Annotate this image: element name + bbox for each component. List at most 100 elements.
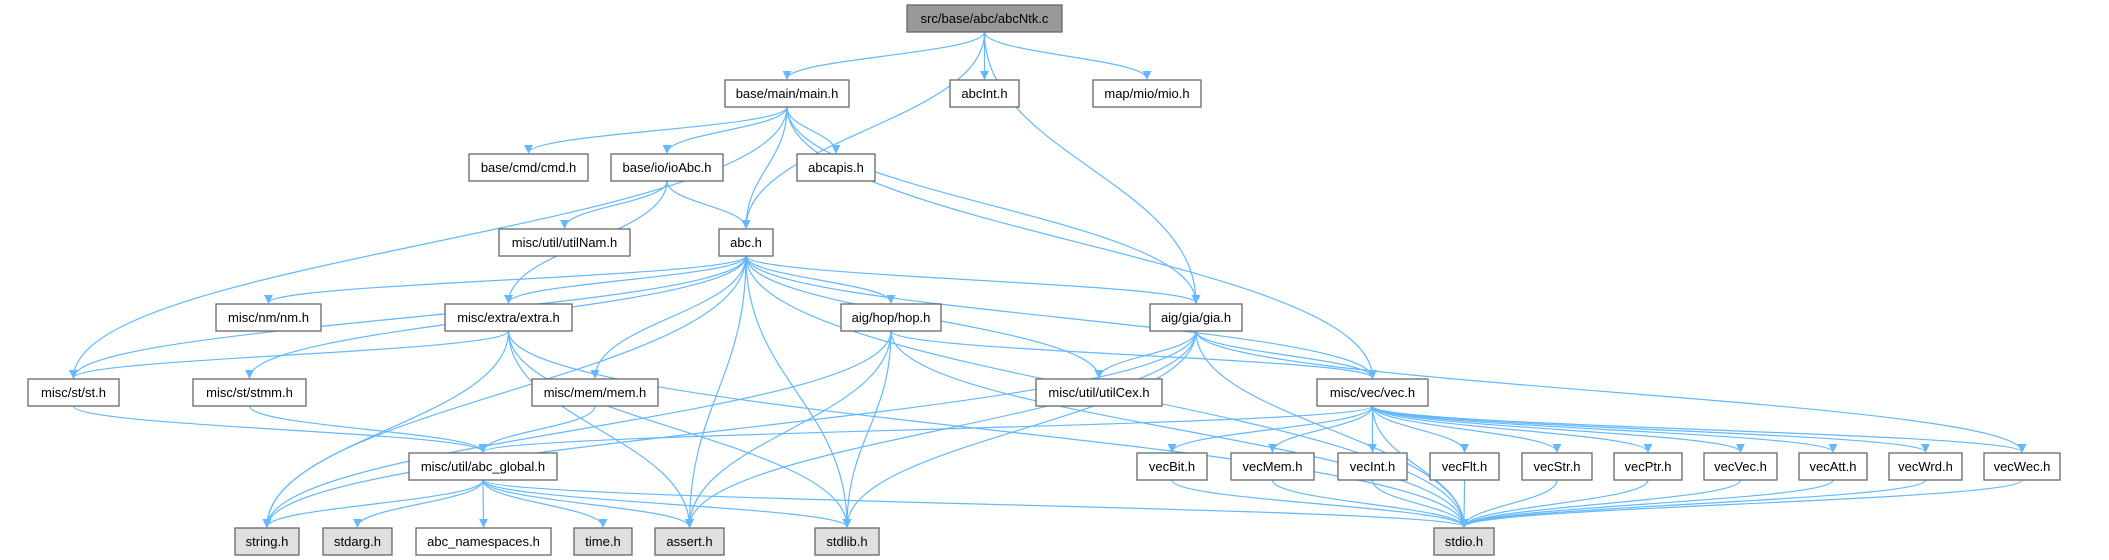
node-time[interactable]: time.h [573, 527, 633, 556]
edge-vecWrd-to-stdio [1459, 479, 1927, 528]
node-box[interactable] [840, 303, 942, 332]
edge-gia-to-utilCex [1094, 330, 1197, 379]
node-vecWec[interactable]: vecWec.h [1983, 452, 2061, 481]
edge-hop-to-vec [890, 330, 1377, 379]
node-label: vecPtr.h [1625, 459, 1672, 474]
node-vecAtt[interactable]: vecAtt.h [1798, 452, 1868, 481]
edge-gia-to-vecWec [1195, 330, 2027, 453]
edge-abc-to-st [69, 255, 747, 379]
node-box[interactable] [1092, 79, 1202, 108]
edge-vec-to-vecWec [1371, 405, 2027, 453]
node-box[interactable] [1888, 452, 1963, 481]
node-nm[interactable]: misc/nm/nm.h [215, 303, 322, 332]
node-box[interactable] [654, 527, 725, 556]
node-label: vecFlt.h [1442, 459, 1488, 474]
node-assert[interactable]: assert.h [654, 527, 725, 556]
node-label: abcInt.h [961, 86, 1007, 101]
node-box[interactable] [498, 228, 631, 257]
node-box[interactable] [1429, 452, 1500, 481]
node-vec[interactable]: misc/vec/vec.h [1316, 378, 1429, 407]
node-vecInt[interactable]: vecInt.h [1337, 452, 1408, 481]
node-box[interactable] [1337, 452, 1408, 481]
node-box[interactable] [192, 378, 307, 407]
node-stmm[interactable]: misc/st/stmm.h [192, 378, 307, 407]
node-box[interactable] [1230, 452, 1315, 481]
edge-main-to-gia [786, 106, 1201, 304]
node-box[interactable] [1613, 452, 1683, 481]
node-box[interactable] [468, 153, 589, 182]
node-vecFlt[interactable]: vecFlt.h [1429, 452, 1500, 481]
node-vecStr[interactable]: vecStr.h [1521, 452, 1593, 481]
node-mem[interactable]: misc/mem/mem.h [531, 378, 659, 407]
node-box[interactable] [906, 4, 1063, 33]
node-utilCex[interactable]: misc/util/utilCex.h [1035, 378, 1163, 407]
node-box[interactable] [1149, 303, 1243, 332]
edge-abc-to-nm [264, 255, 747, 304]
node-box[interactable] [724, 79, 850, 108]
node-stdio[interactable]: stdio.h [1433, 527, 1495, 556]
node-abcNtk[interactable]: src/base/abc/abcNtk.c [906, 4, 1063, 33]
node-abc_global[interactable]: misc/util/abc_global.h [408, 452, 558, 481]
node-box[interactable] [1798, 452, 1868, 481]
node-box[interactable] [408, 452, 558, 481]
edge-hop-to-stdio [890, 330, 1469, 528]
node-utilNam[interactable]: misc/util/utilNam.h [498, 228, 631, 257]
edge-vec-to-vecVec [1371, 405, 1745, 453]
node-vecWrd[interactable]: vecWrd.h [1888, 452, 1963, 481]
node-box[interactable] [1983, 452, 2061, 481]
node-box[interactable] [444, 303, 573, 332]
node-extra[interactable]: misc/extra/extra.h [444, 303, 573, 332]
node-vecMem[interactable]: vecMem.h [1230, 452, 1315, 481]
node-box[interactable] [1136, 452, 1208, 481]
node-label: vecMem.h [1243, 459, 1303, 474]
node-box[interactable] [1035, 378, 1163, 407]
node-st[interactable]: misc/st/st.h [27, 378, 120, 407]
node-label: vecStr.h [1534, 459, 1581, 474]
node-label: string.h [246, 534, 289, 549]
node-box[interactable] [1316, 378, 1429, 407]
node-box[interactable] [949, 79, 1020, 108]
node-box[interactable] [415, 527, 552, 556]
node-abcapis[interactable]: abcapis.h [796, 153, 876, 182]
node-abc[interactable]: abc.h [718, 228, 774, 257]
node-box[interactable] [322, 527, 393, 556]
node-string[interactable]: string.h [234, 527, 300, 556]
node-box[interactable] [1703, 452, 1778, 481]
edge-abc_global-to-stdio [482, 479, 1469, 528]
node-box[interactable] [1433, 527, 1495, 556]
node-gia[interactable]: aig/gia/gia.h [1149, 303, 1243, 332]
nodes-layer: src/base/abc/abcNtk.c base/main/main.h abc… [27, 4, 2061, 556]
node-box[interactable] [215, 303, 322, 332]
node-box[interactable] [814, 527, 880, 556]
node-label: misc/mem/mem.h [544, 385, 647, 400]
edge-abcNtk-to-main [782, 31, 986, 80]
node-abc_namespaces[interactable]: abc_namespaces.h [415, 527, 552, 556]
edge-gia-to-string [262, 330, 1197, 528]
node-vecPtr[interactable]: vecPtr.h [1613, 452, 1683, 481]
node-main[interactable]: base/main/main.h [724, 79, 850, 108]
node-stdlib[interactable]: stdlib.h [814, 527, 880, 556]
node-hop[interactable]: aig/hop/hop.h [840, 303, 942, 332]
node-mio[interactable]: map/mio/mio.h [1092, 79, 1202, 108]
edge-vec-to-vecPtr [1371, 405, 1653, 453]
node-box[interactable] [796, 153, 876, 182]
edge-extra-to-st [69, 330, 510, 379]
node-label: assert.h [666, 534, 712, 549]
node-ioAbc[interactable]: base/io/ioAbc.h [610, 153, 724, 182]
edge-vecAtt-to-stdio [1459, 479, 1834, 528]
node-stdarg[interactable]: stdarg.h [322, 527, 393, 556]
node-vecBit[interactable]: vecBit.h [1136, 452, 1208, 481]
node-vecVec[interactable]: vecVec.h [1703, 452, 1778, 481]
node-cmd[interactable]: base/cmd/cmd.h [468, 153, 589, 182]
node-abcInt[interactable]: abcInt.h [949, 79, 1020, 108]
node-box[interactable] [718, 228, 774, 257]
node-box[interactable] [1521, 452, 1593, 481]
node-box[interactable] [610, 153, 724, 182]
edge-abc-to-stdlib [745, 255, 852, 528]
node-box[interactable] [573, 527, 633, 556]
node-box[interactable] [531, 378, 659, 407]
node-box[interactable] [27, 378, 120, 407]
node-box[interactable] [234, 527, 300, 556]
edge-hop-to-string [262, 330, 892, 528]
